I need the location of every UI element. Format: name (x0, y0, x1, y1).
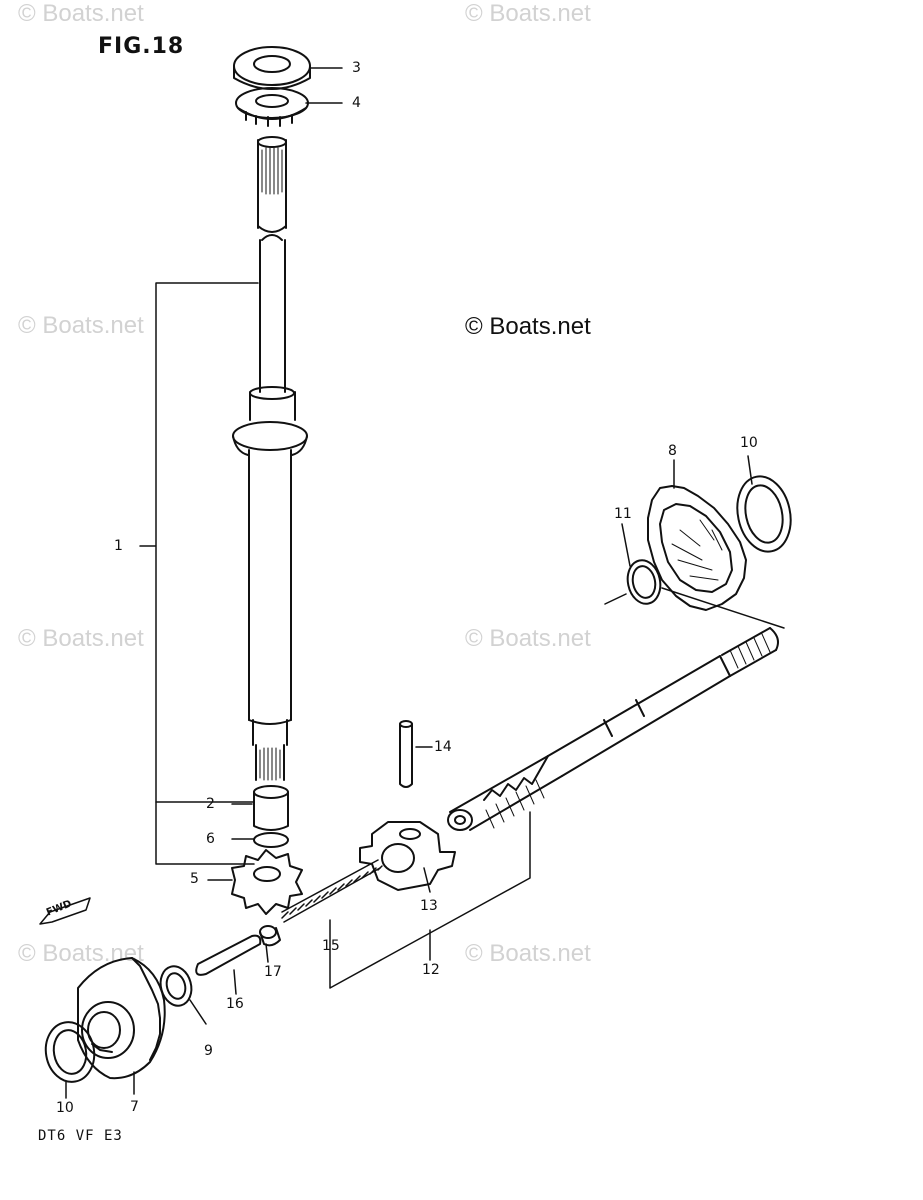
part-11-shim (626, 559, 662, 605)
watermark: © Boats.net (18, 312, 144, 339)
leader-lines (65, 67, 753, 1099)
model-code: DT6 VF E3 (38, 1128, 123, 1144)
callout-3: 3 (352, 60, 361, 76)
callout-12: 12 (422, 962, 440, 978)
part-1-drive-shaft (232, 136, 308, 781)
callout-16: 16 (226, 996, 244, 1012)
part-4-bearing (235, 87, 309, 127)
part-9-shim (159, 965, 193, 1007)
callout-8: 8 (668, 443, 677, 459)
watermark: © Boats.net (465, 625, 591, 652)
part-7-reverse-gear (77, 957, 166, 1080)
watermark: © Boats.net (18, 0, 144, 27)
callout-9: 9 (204, 1043, 213, 1059)
part-6-ring (253, 832, 289, 848)
callout-5: 5 (190, 871, 199, 887)
part-10-washer-top (736, 475, 792, 553)
part-3-washer (233, 46, 311, 90)
watermark: © Boats.net (18, 940, 144, 967)
callout-15: 15 (322, 938, 340, 954)
watermark-main: © Boats.net (465, 313, 591, 340)
part-17-plunger (259, 925, 281, 947)
part-15-spring (281, 859, 383, 923)
watermark: © Boats.net (18, 625, 144, 652)
part-16-rod (195, 934, 262, 976)
callout-4: 4 (352, 95, 361, 111)
part-13-clutch (359, 821, 456, 891)
callout-14: 14 (434, 739, 452, 755)
part-8-forward-gear (647, 485, 747, 611)
part-10-washer-bottom (44, 1021, 96, 1083)
callout-2: 2 (206, 796, 215, 812)
callout-10-top: 10 (740, 435, 758, 451)
figure-label: FIG.18 (98, 34, 185, 59)
callout-13: 13 (420, 898, 438, 914)
part-12-propeller-shaft (447, 627, 779, 831)
callout-1: 1 (114, 538, 123, 554)
part-2-sleeve (253, 785, 289, 831)
callout-11: 11 (614, 506, 632, 522)
watermark: © Boats.net (465, 940, 591, 967)
callout-6: 6 (206, 831, 215, 847)
callout-7: 7 (130, 1099, 139, 1115)
fwd-arrow (39, 897, 91, 925)
callout-10-bottom: 10 (56, 1100, 74, 1116)
watermark: © Boats.net (465, 0, 591, 27)
part-14-pin (399, 720, 413, 788)
part-5-pinion (231, 849, 303, 915)
callout-17: 17 (264, 964, 282, 980)
